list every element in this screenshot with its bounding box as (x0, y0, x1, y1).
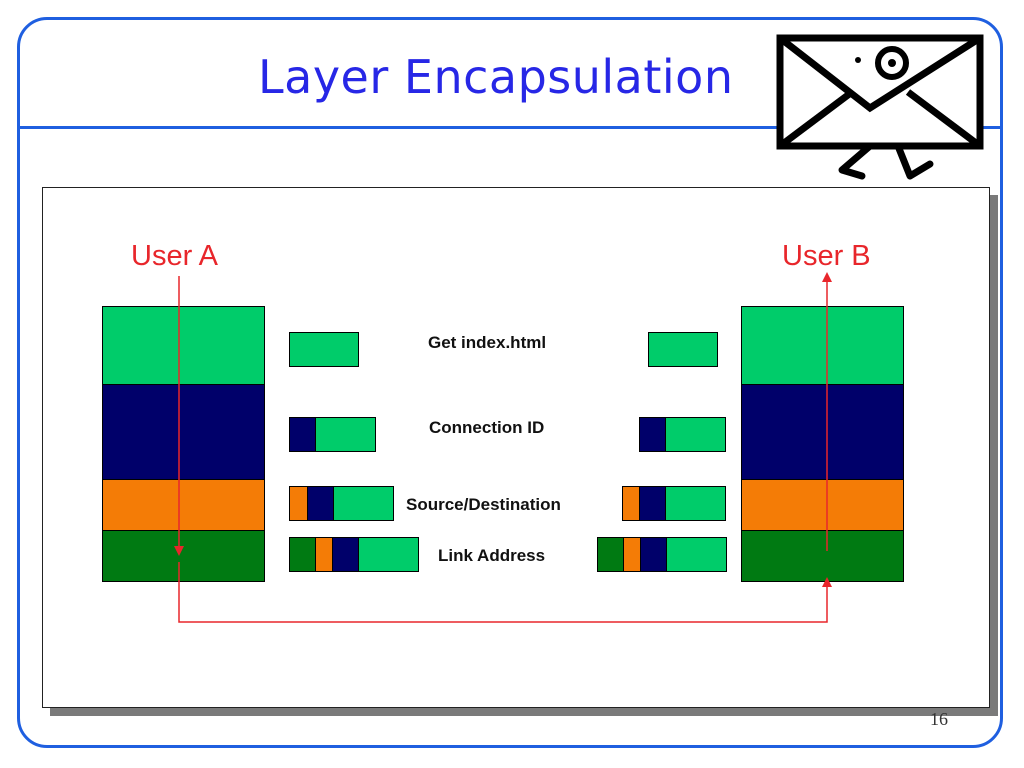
layer-label-application: Get index.html (428, 333, 547, 352)
sender-packet-network (289, 486, 394, 521)
title-divider (19, 126, 1003, 129)
layer-label-transport: Connection ID (429, 418, 545, 437)
payload-segment (667, 538, 726, 571)
receiver-packet-link (597, 537, 727, 572)
layer-label-link: Link Address (438, 546, 546, 565)
payload-segment (290, 333, 358, 366)
user-a-link-layer (103, 531, 264, 581)
sender-packet-transport (289, 417, 376, 452)
payload-segment (334, 487, 393, 520)
payload-segment (666, 418, 725, 451)
transport-header-segment (641, 538, 667, 571)
user-a-protocol-stack (102, 306, 265, 582)
network-transfer-arrow (178, 562, 832, 623)
receiver-packet-network (622, 486, 726, 521)
user-b-application-layer (742, 307, 903, 385)
slide-title: Layer Encapsulation (258, 50, 734, 104)
user-b-transport-layer (742, 385, 903, 480)
payload-segment (666, 487, 725, 520)
network-header-segment (290, 487, 308, 520)
user-a-transport-layer (103, 385, 264, 480)
layer-label-network: Source/Destination (406, 495, 561, 514)
user-b-link-layer (742, 531, 903, 581)
sender-packet-application (289, 332, 359, 367)
receiver-packet-transport (639, 417, 726, 452)
user-a-label: User A (131, 240, 219, 272)
payload-segment (359, 538, 418, 571)
transport-header-segment (640, 487, 666, 520)
payload-segment (316, 418, 375, 451)
transport-header-segment (290, 418, 316, 451)
payload-segment (649, 333, 717, 366)
user-b-protocol-stack (741, 306, 904, 582)
user-b-network-layer (742, 480, 903, 531)
network-header-segment (624, 538, 641, 571)
transport-header-segment (640, 418, 666, 451)
network-header-segment (316, 538, 333, 571)
user-a-application-layer (103, 307, 264, 385)
page-number: 16 (930, 709, 948, 729)
transport-header-segment (308, 487, 334, 520)
sender-packet-link (289, 537, 419, 572)
user-b-label: User B (782, 240, 871, 272)
receiver-packet-application (648, 332, 718, 367)
transport-header-segment (333, 538, 359, 571)
user-a-network-layer (103, 480, 264, 531)
link-header-segment (290, 538, 316, 571)
envelope-with-eye-icon (776, 34, 984, 180)
network-header-segment (623, 487, 640, 520)
link-header-segment (598, 538, 624, 571)
